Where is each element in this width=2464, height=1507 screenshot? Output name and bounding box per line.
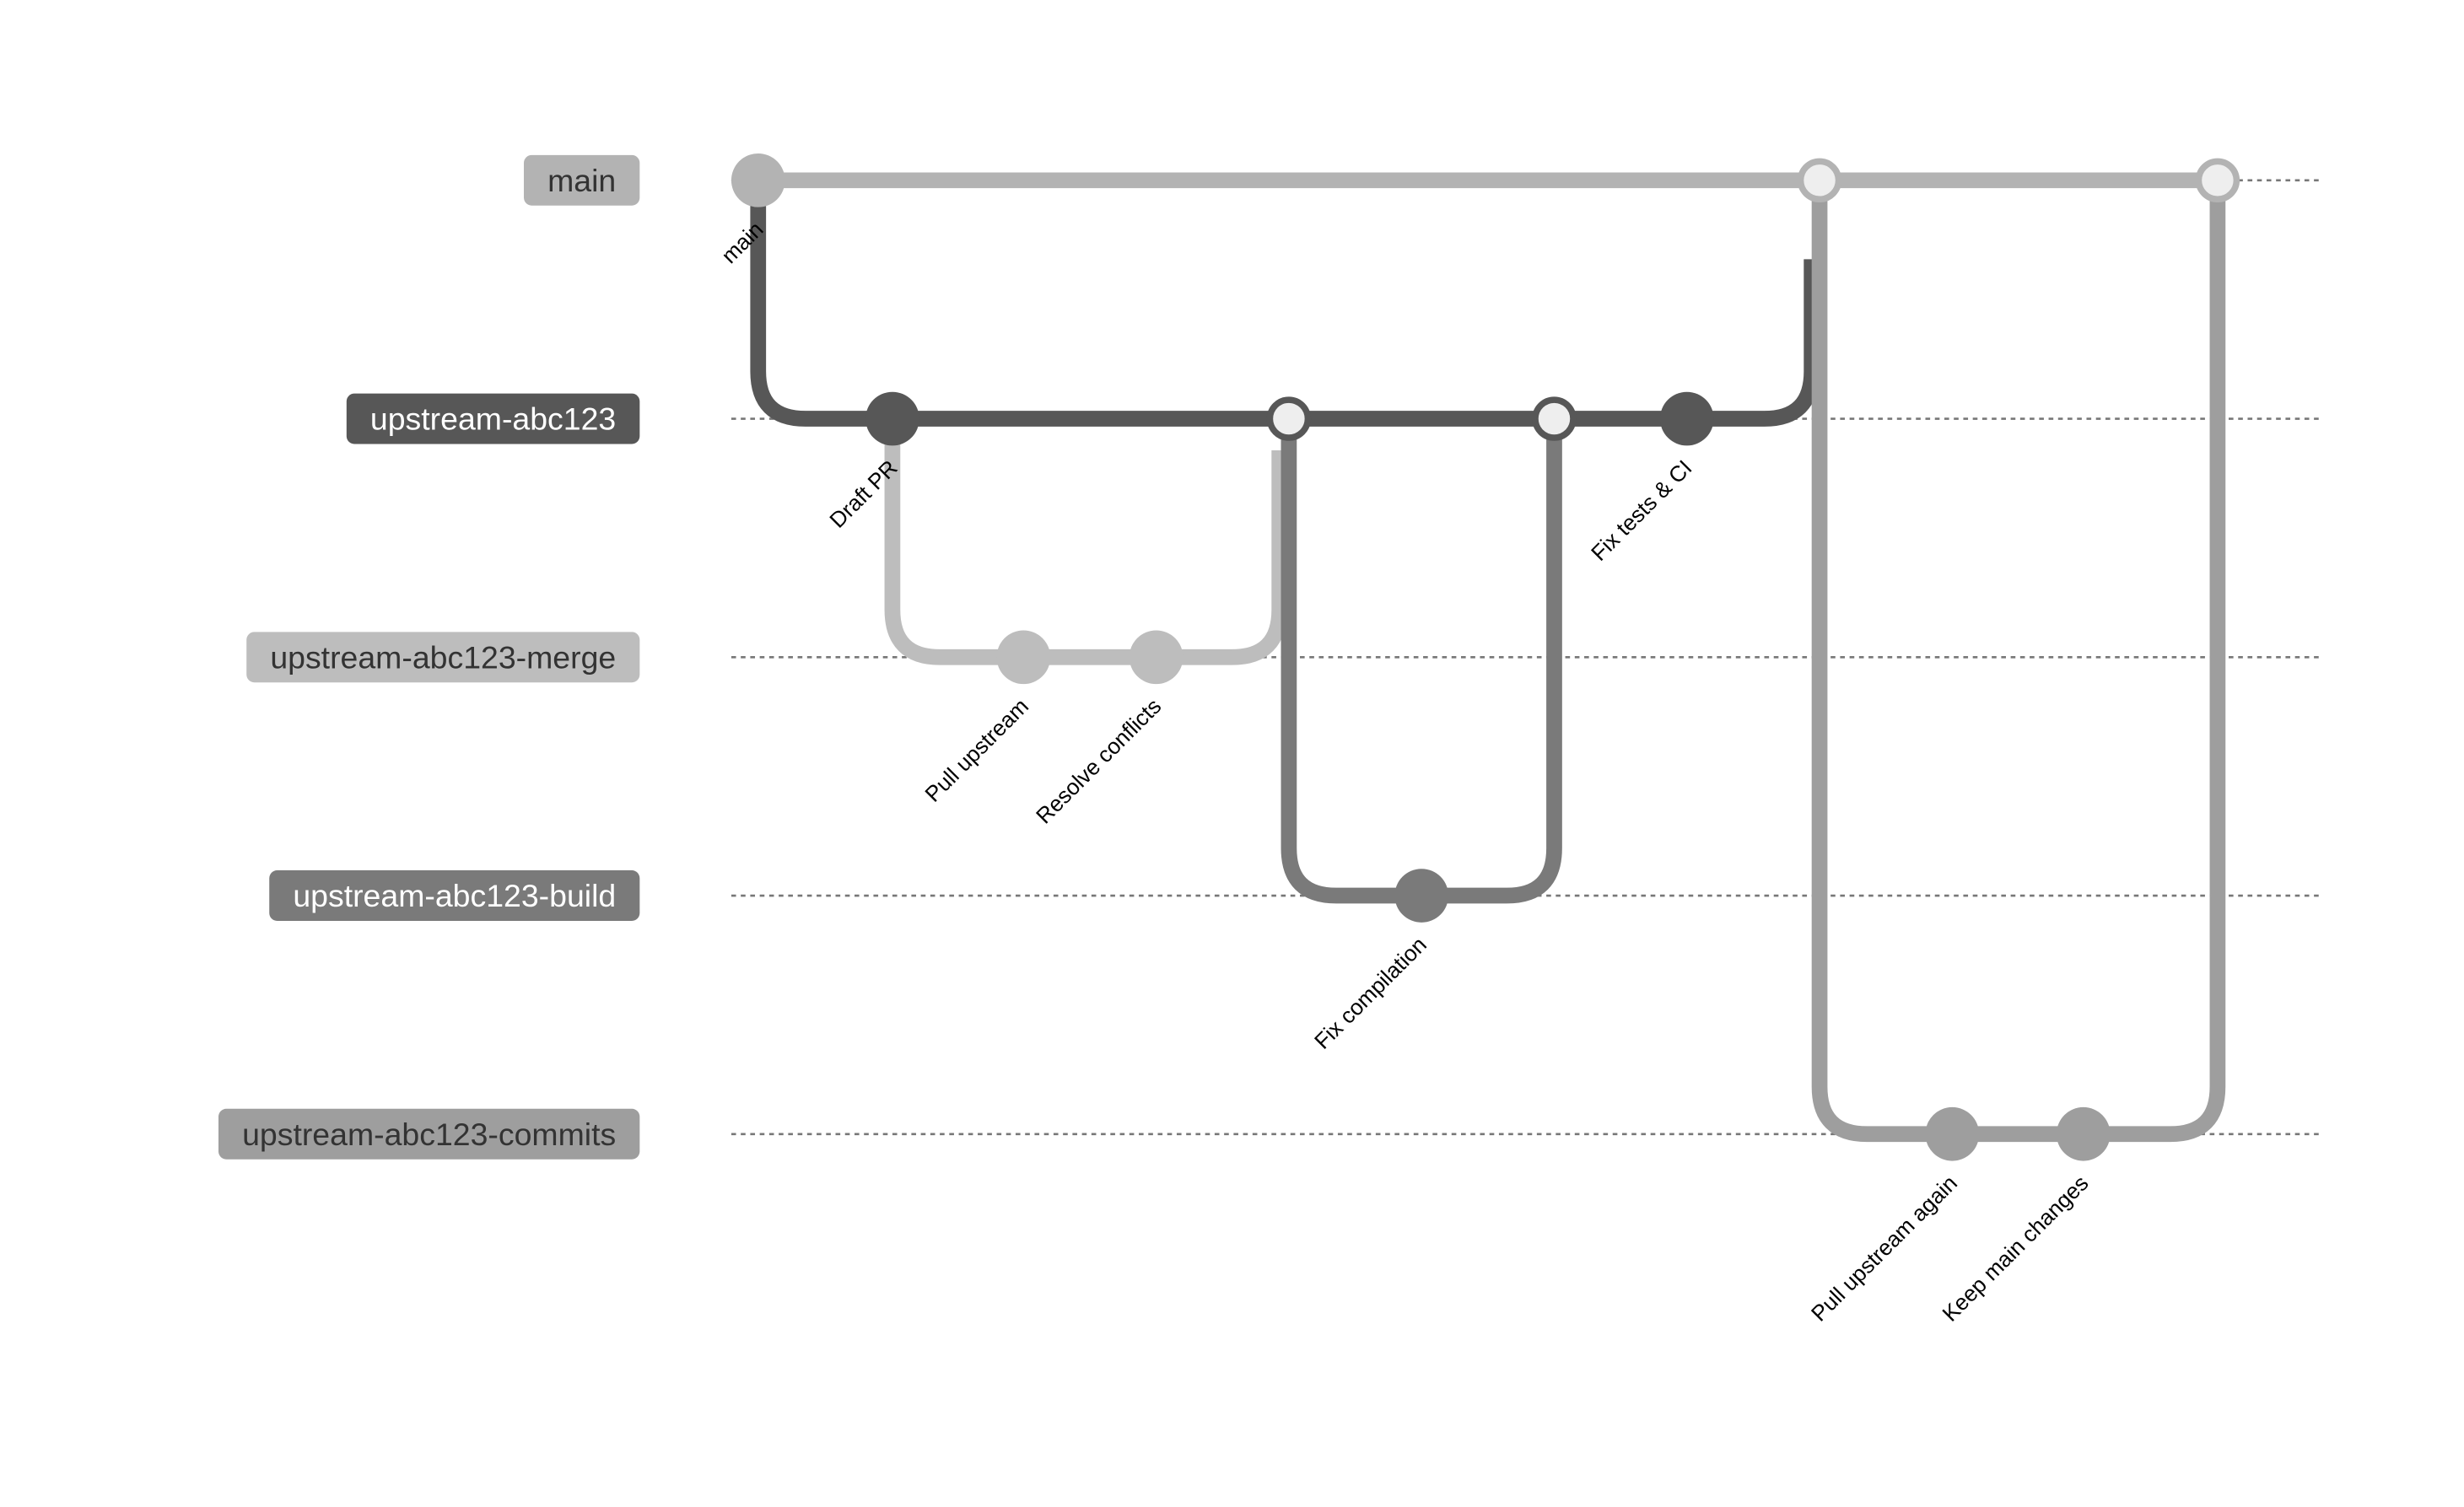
branch-label-main: main [524,154,640,206]
commit-dot [1659,391,1714,446]
branch-labels: main upstream-abc123 upstream-abc123-merge… [218,154,640,1160]
merge-commit-dot [1797,158,1842,203]
branch-label-upstream-abc123-merge: upstream-abc123-merge [246,632,640,683]
commit-dot [731,153,785,207]
branch-label-upstream-abc123: upstream-abc123 [346,393,640,444]
branch-line-upstream-abc123 [750,180,1820,427]
commit-dot [1394,869,1449,923]
branch-label-pill [218,1108,640,1160]
commit-label: Pull upstream [920,693,1033,806]
branch-label-text: main [547,163,616,198]
branch-label-pill [524,154,640,206]
commit-label: Keep main changes [1937,1171,2093,1327]
commit-dot [996,630,1051,685]
commit-label: Pull upstream again [1806,1171,1962,1327]
commit-label: Fix tests & CI [1586,455,1696,565]
commit-dot [1925,1106,1980,1161]
branch-label-upstream-abc123-build: upstream-abc123-build [269,870,640,921]
branch-line-upstream-abc123-commits [1811,180,2226,1143]
commit-dot [2056,1106,2111,1161]
commit-label: Resolve conflicts [1031,693,1166,828]
commit-dot [1129,630,1183,685]
commit-dot [865,391,919,446]
branch-label-pill [269,870,640,921]
merge-commit-dot [1532,396,1577,441]
branch-lines [750,172,2226,1143]
branch-line-upstream-abc123-merge [884,418,1288,665]
commit-label: Fix compilation [1309,932,1431,1054]
merge-commit-dot [2195,158,2240,203]
branch-label-upstream-abc123-commits: upstream-abc123-commits [218,1108,640,1160]
branch-label-text: upstream-abc123 [370,401,616,437]
branch-label-text: upstream-abc123-commits [242,1117,616,1152]
branch-label-text: upstream-abc123-build [293,878,616,913]
branch-label-pill [346,393,640,444]
branch-label-text: upstream-abc123-merge [270,639,616,675]
merge-commit-dot [1266,396,1312,441]
branch-label-pill [246,632,640,683]
